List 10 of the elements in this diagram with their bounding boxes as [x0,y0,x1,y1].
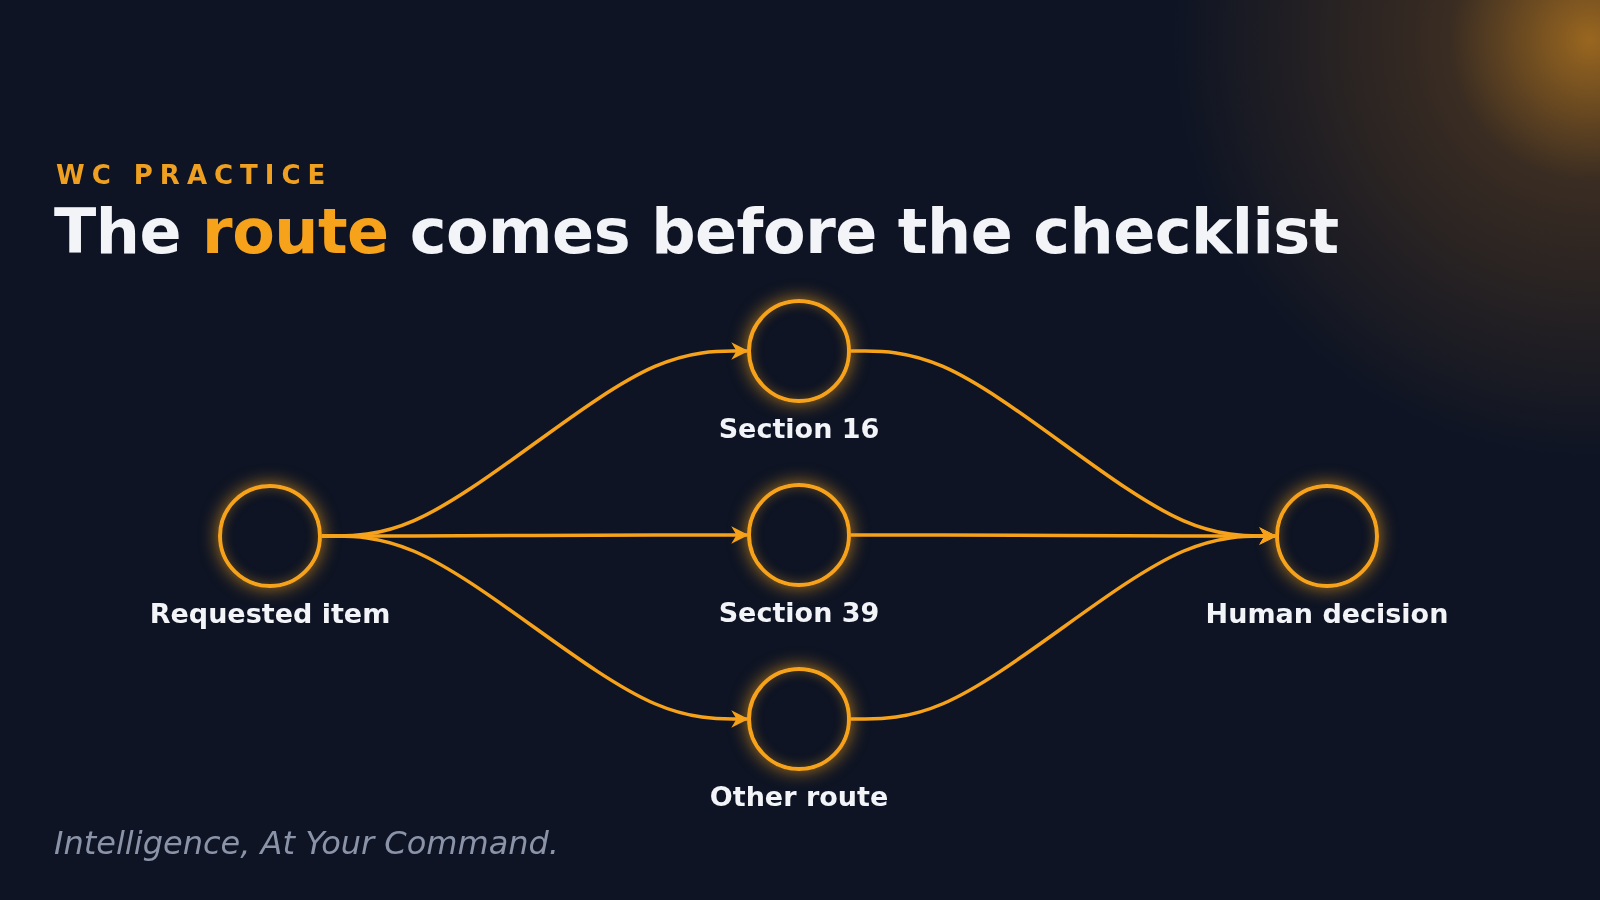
node-label: Section 39 [718,597,880,628]
node-label: Human decision [1205,598,1449,629]
node-label: Other route [709,781,889,812]
kicker-text: WC PRACTICE [56,160,333,190]
tagline: Intelligence, At Your Command. [54,824,559,862]
node-label: Requested item [149,598,391,629]
arrow [322,534,749,728]
node-label: Section 16 [718,413,880,444]
arrow [851,527,1277,721]
slide-title: The route comes before the checklist [54,195,1339,268]
